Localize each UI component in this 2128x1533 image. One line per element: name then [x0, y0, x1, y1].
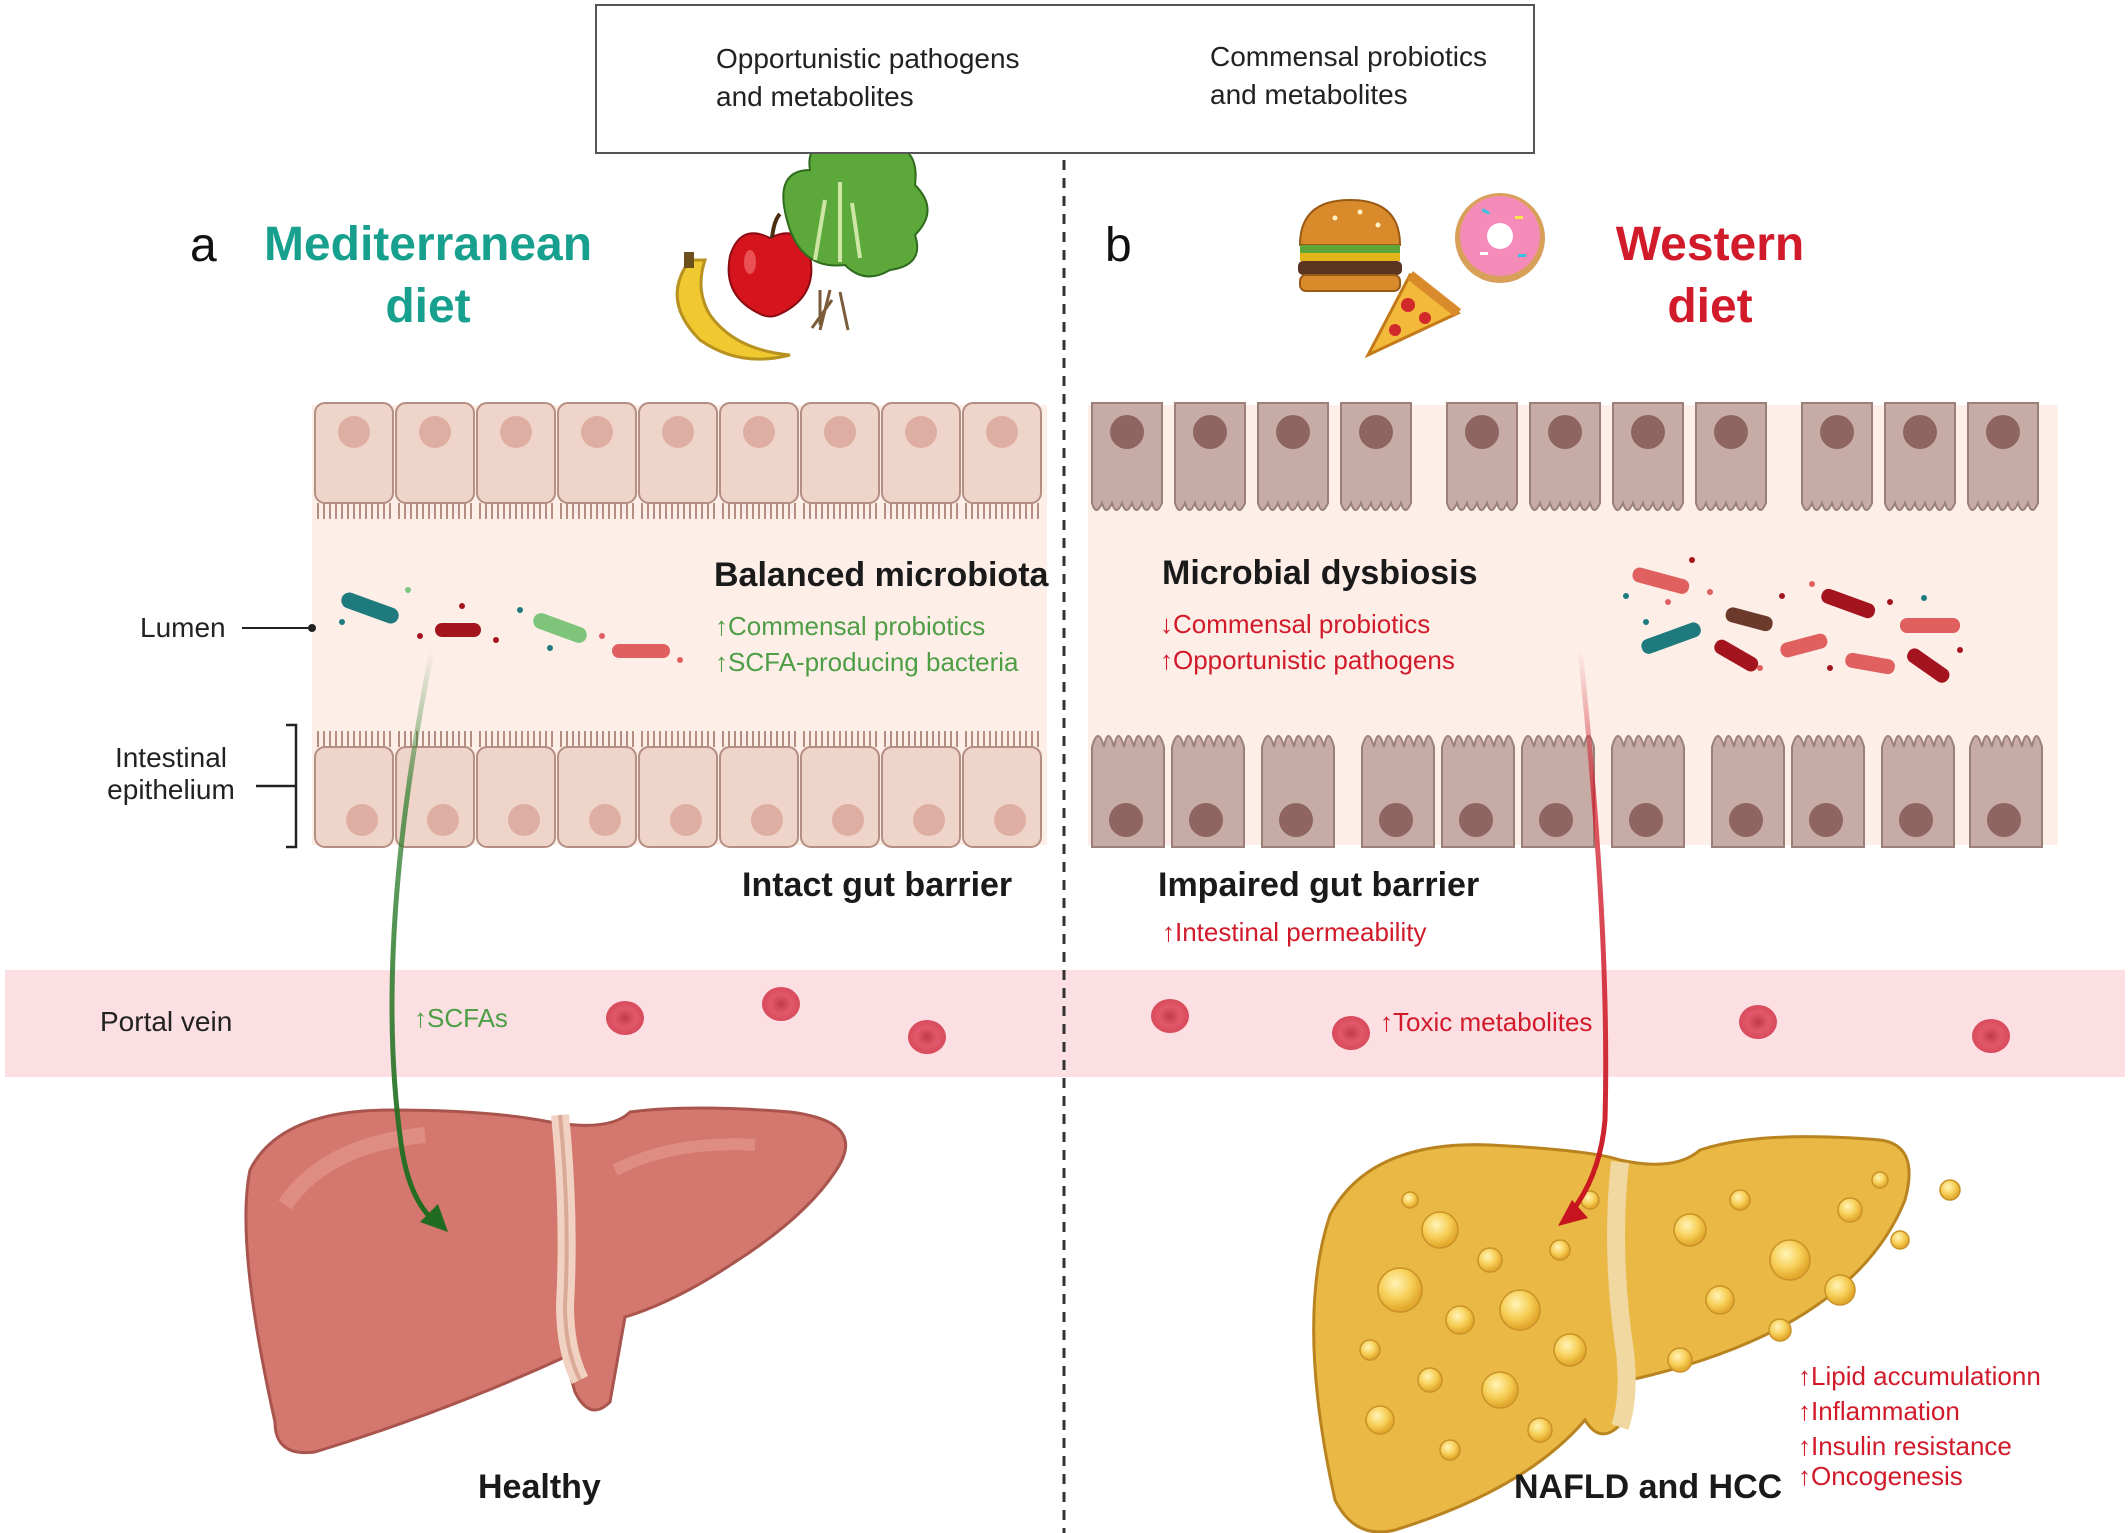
- commensal-increase-a: ↑Commensal probiotics: [715, 611, 986, 641]
- scfas-increase: ↑SCFAs: [414, 1003, 508, 1033]
- donut-icon: [1455, 193, 1545, 283]
- commensal-decrease-b: ↓Commensal probiotics: [1160, 609, 1431, 639]
- impaired-lower-epithelium: [1091, 735, 2043, 848]
- western-title-line1: Western: [1615, 218, 1805, 271]
- panel-a-letter: a: [190, 219, 217, 272]
- legend-probiotics-line1: Commensal probiotics: [1210, 41, 1487, 72]
- nafld-hcc-label: NAFLD and HCC: [1514, 1468, 1783, 1506]
- healthy-upper-epithelium: [314, 402, 1042, 520]
- microbial-dysbiosis-heading: Microbial dysbiosis: [1162, 554, 1478, 592]
- mediterranean-title-line1: Mediterranean: [263, 218, 593, 271]
- epithelium-line1: Intestinal: [114, 742, 228, 773]
- impaired-barrier-label: Impaired gut barrier: [1158, 866, 1480, 904]
- mediterranean-title-line2: diet: [385, 280, 471, 334]
- legend-pathogens-line2: and metabolites: [716, 80, 914, 112]
- effect-item: ↑Inflammation: [1798, 1396, 1960, 1426]
- toxic-metabolites-increase: ↑Toxic metabolites: [1380, 1007, 1593, 1037]
- scfa-bacteria-increase: ↑SCFA-producing bacteria: [715, 647, 1019, 677]
- scfa-arrowhead: [420, 1204, 448, 1232]
- epithelium-label: Intestinal epithelium: [96, 742, 246, 806]
- legend-pathogens-label: Opportunistic pathogens and metabolites: [716, 40, 1020, 116]
- balanced-bacteria: [339, 587, 683, 663]
- healthy-lower-epithelium: [314, 730, 1042, 848]
- legend-box: [595, 4, 1535, 154]
- effect-item: ↑Oncogenesis: [1798, 1461, 1963, 1491]
- epithelium-bracket: [256, 723, 298, 849]
- pathogens-increase-b: ↑Opportunistic pathogens: [1160, 645, 1455, 675]
- intact-barrier-label: Intact gut barrier: [742, 866, 1013, 904]
- apple-icon: [727, 212, 813, 318]
- healthy-liver: [244, 1106, 848, 1455]
- epithelium-line2: epithelium: [107, 774, 235, 806]
- pizza-icon: [1364, 271, 1462, 359]
- red-blood-cells: [606, 987, 2010, 1054]
- legend-pathogens-line1: Opportunistic pathogens: [716, 43, 1020, 74]
- effect-item: ↑Insulin resistance: [1798, 1431, 2012, 1461]
- healthy-liver-label: Healthy: [478, 1468, 601, 1506]
- western-diet-title: Western diet: [1580, 214, 1840, 339]
- balanced-microbiota-heading: Balanced microbiota: [714, 556, 1049, 594]
- western-title-line2: diet: [1667, 280, 1753, 334]
- portal-vein-label: Portal vein: [100, 1006, 233, 1037]
- burger-icon: [1298, 198, 1402, 292]
- leafy-greens-icon: [782, 130, 929, 331]
- panel-b-letter: b: [1105, 219, 1132, 272]
- banana-icon: [675, 252, 791, 361]
- dysbiosis-bacteria: [1623, 557, 1963, 683]
- impaired-upper-epithelium: [1091, 402, 2039, 511]
- toxin-arrow: [1563, 649, 1609, 1222]
- lumen-label: Lumen: [140, 612, 226, 643]
- effect-item: ↑Lipid accumulationn: [1798, 1361, 2041, 1391]
- toxin-arrowhead: [1558, 1200, 1588, 1226]
- permeability-increase: ↑Intestinal permeability: [1162, 917, 1427, 947]
- legend-probiotics-label: Commensal probiotics and metabolites: [1210, 38, 1487, 114]
- mediterranean-diet-title: Mediterranean diet: [258, 214, 598, 339]
- legend-probiotics-line2: and metabolites: [1210, 78, 1408, 110]
- scfa-arrow: [389, 649, 446, 1231]
- fatty-liver: [1312, 1135, 1961, 1533]
